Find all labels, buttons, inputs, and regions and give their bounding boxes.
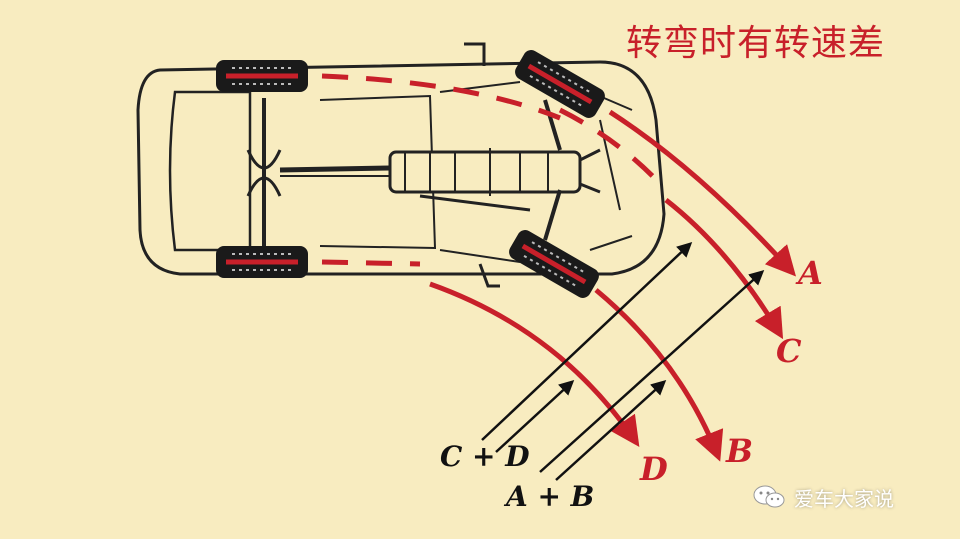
sum-label-ab: A + B (506, 480, 595, 513)
arrow-cd-2 (495, 379, 575, 453)
arc-a (608, 109, 797, 277)
wheel-tracks (321, 73, 666, 267)
arc-d (429, 281, 640, 447)
turning-arcs (429, 109, 797, 462)
arc-c (664, 198, 784, 340)
rear-right-wheel (216, 246, 308, 278)
arrow-cd-1 (481, 241, 693, 441)
arrow-ab-1 (539, 269, 765, 473)
watermark: 爱车大家说 (752, 482, 894, 512)
rear-left-wheel (216, 60, 308, 92)
label-a: A (798, 254, 823, 292)
sum-label-cd: C + D (440, 440, 530, 473)
label-d: D (640, 450, 668, 488)
label-c: C (776, 332, 802, 370)
watermark-text: 爱车大家说 (794, 486, 894, 511)
arc-b (594, 288, 724, 462)
arrow-ab-2 (555, 379, 667, 481)
label-b: B (726, 432, 754, 470)
vector-arrows (481, 241, 765, 481)
diagram-title: 转弯时有转速差 (626, 23, 886, 64)
front-left-wheel (515, 50, 605, 118)
wechat-icon (753, 485, 785, 508)
front-right-wheel (509, 230, 599, 298)
drivetrain (246, 98, 601, 246)
